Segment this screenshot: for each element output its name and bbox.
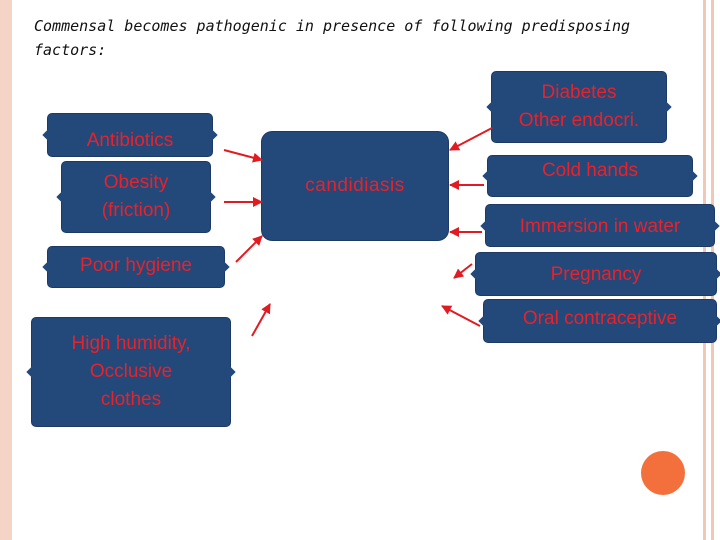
factor-high-humidity: High humidity, Occlusive clothes bbox=[32, 318, 230, 426]
factor-poor-hygiene: Poor hygiene bbox=[48, 247, 224, 287]
factor-immersion-in-water: Immersion in water bbox=[486, 205, 714, 246]
factor-cold-hands: Cold hands bbox=[488, 156, 692, 196]
factor-pregnancy: Pregnancy bbox=[476, 253, 716, 295]
center-node-candidiasis: candidiasis bbox=[262, 132, 448, 240]
slide-title: Commensal becomes pathogenic in presence… bbox=[34, 17, 631, 59]
left-border-band bbox=[0, 0, 12, 540]
arrow-diabetes bbox=[449, 127, 493, 151]
arrow-poor-hygiene bbox=[235, 235, 263, 263]
factor-obesity: Obesity (friction) bbox=[62, 162, 210, 232]
arrow-high-humidity bbox=[251, 303, 271, 337]
factor-diabetes: Diabetes Other endocri. bbox=[492, 72, 666, 142]
factor-oral-contraceptive: Oral contraceptive bbox=[484, 300, 716, 342]
arrow-pregnancy bbox=[453, 263, 473, 279]
decorative-orange-circle bbox=[641, 451, 685, 495]
arrow-oral-contraceptive bbox=[441, 305, 481, 327]
factor-antibiotics: Antibiotics bbox=[48, 114, 212, 156]
arrow-antibiotics bbox=[223, 149, 263, 163]
